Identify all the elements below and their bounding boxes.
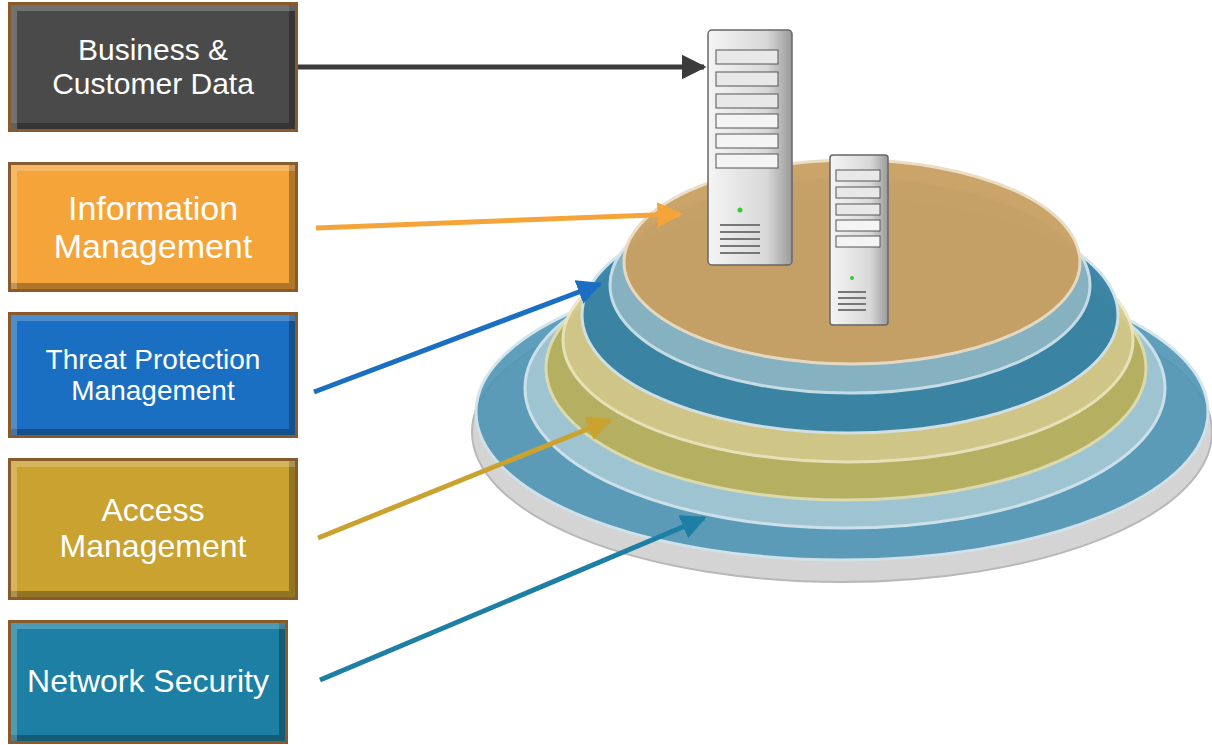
- box-label: Business & Customer Data: [11, 33, 295, 100]
- box-label: Access Management: [11, 493, 295, 565]
- server-tower: [708, 30, 792, 265]
- box-label: Threat Protection Management: [11, 344, 295, 407]
- leader-arrow: [320, 518, 704, 680]
- stacked-layers: [472, 160, 1212, 582]
- leader-arrow: [316, 214, 680, 228]
- label-box: Access Management: [8, 458, 298, 600]
- box-label: Network Security: [17, 664, 279, 700]
- server-tower: [830, 155, 888, 325]
- label-box: Network Security: [8, 620, 288, 744]
- label-box: Threat Protection Management: [8, 312, 298, 438]
- leader-arrow: [314, 284, 600, 392]
- leader-arrows: [292, 67, 704, 680]
- leader-arrow: [318, 420, 610, 538]
- label-box: Information Management: [8, 162, 298, 292]
- box-label: Information Management: [11, 189, 295, 265]
- leader-arrow: [292, 65, 704, 70]
- label-box: Business & Customer Data: [8, 2, 298, 132]
